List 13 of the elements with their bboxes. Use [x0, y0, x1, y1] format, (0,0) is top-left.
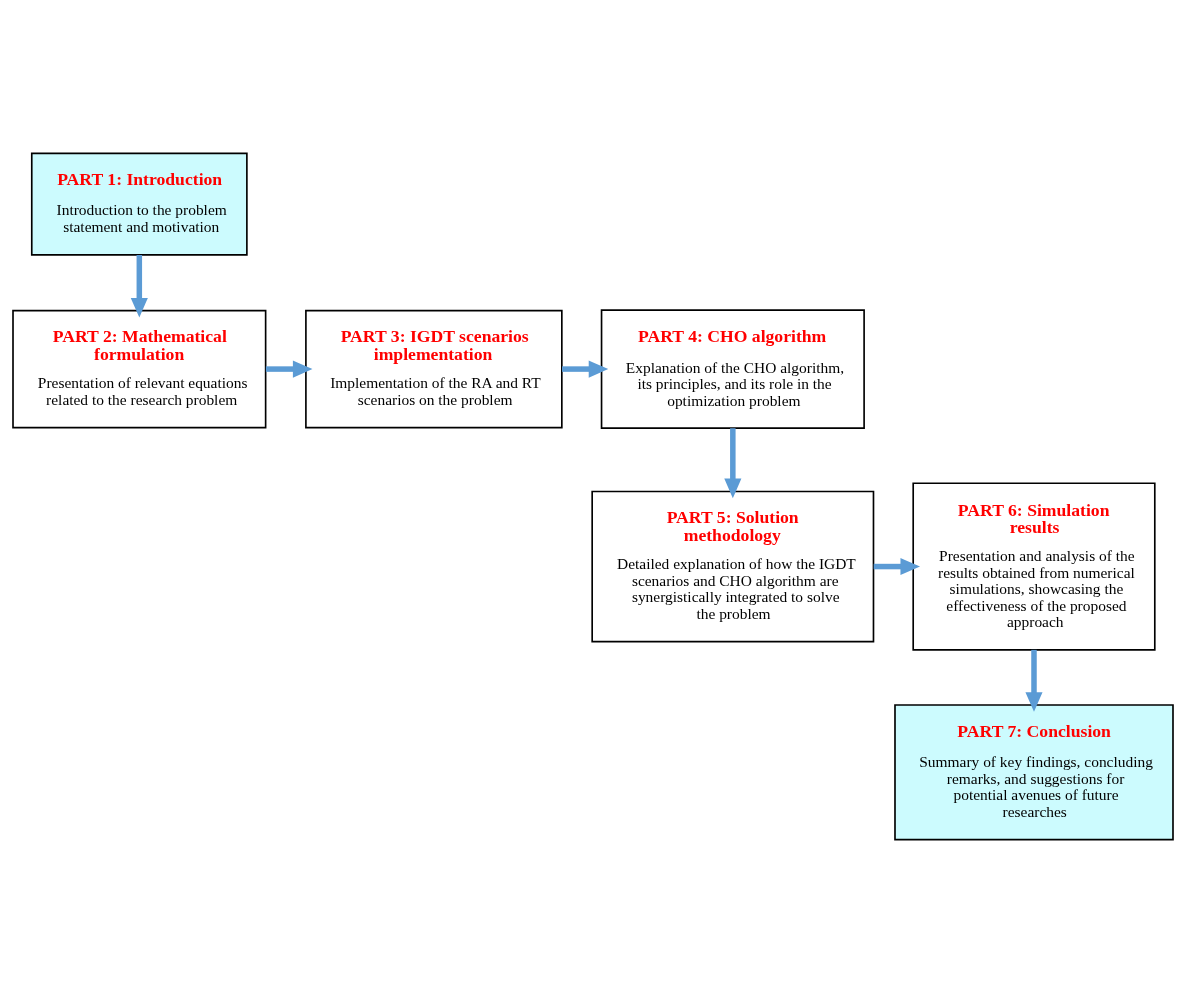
arrow	[1025, 649, 1043, 712]
arrow	[873, 557, 921, 575]
node-box: PART 6: Simulation results Presentation and analysis of the results obtained from numerical simulations, showcasing the effectiveness of the proposed approach	[912, 481, 1156, 651]
node-box: PART 1: Introduction Introduction to the problem statement and motivation	[30, 152, 248, 256]
arrow	[562, 360, 609, 378]
node-box: PART 4: CHO algorithm Explanation of the CHO algorithm, its principles, and its role in the optimization problem	[600, 308, 865, 429]
node-box: PART 5: Solution methodology Detailed explanation of how the IGDT scenarios and CHO algorithm are synergistically integrated to solve the problem	[591, 490, 875, 642]
arrow	[724, 427, 742, 498]
node-box: PART 7: Conclusion Summary of key findings, concluding remarks, and suggestions for potential avenues of future researches	[894, 703, 1174, 840]
node-box: PART 2: Mathematical formulation Presentation of relevant equations related to the research problem	[12, 309, 267, 428]
arrow	[130, 254, 148, 317]
arrow	[265, 360, 313, 378]
node-box: PART 3: IGDT scenarios implementation Implementation of the RA and RT scenarios on the problem	[305, 309, 563, 428]
